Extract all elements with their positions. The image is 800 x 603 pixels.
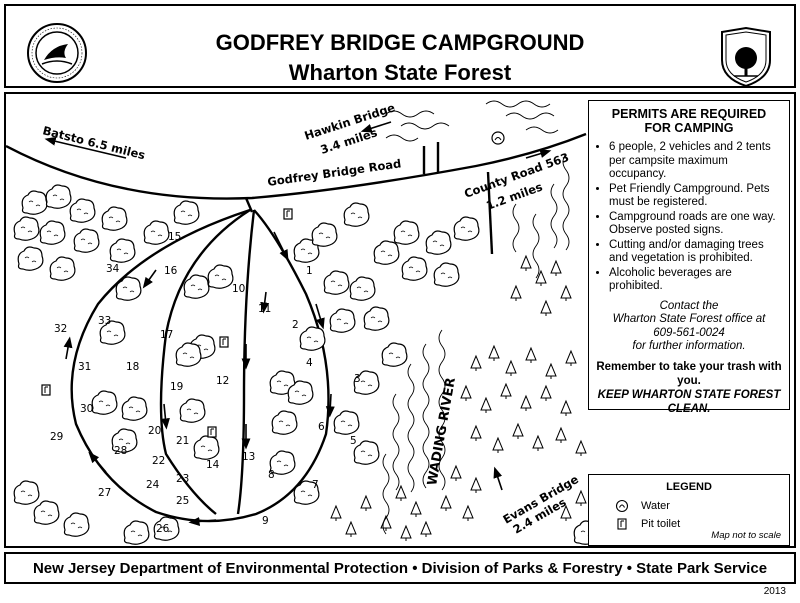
rule-item: 6 people, 2 vehicles and 2 tents per cam…	[609, 141, 783, 182]
river-bank-texture	[382, 100, 570, 535]
rule-item: Campground roads are one way. Observe po…	[609, 211, 783, 238]
site-number: 21	[176, 435, 189, 447]
site-number: 13	[242, 451, 255, 463]
site-number: 15	[168, 231, 181, 243]
site-number: 32	[54, 323, 67, 335]
map-drawing: Batsto 6.5 miles Hawkin Bridge 3.4 miles…	[6, 100, 600, 545]
legend-title: LEGEND	[666, 481, 712, 493]
site-number: 28	[114, 445, 127, 457]
site-number: 7	[312, 479, 319, 491]
year-label: 2013	[763, 586, 786, 597]
contact-info: Contact the Wharton State Forest office …	[595, 300, 783, 354]
legend-water: Water	[615, 499, 670, 513]
site-number: 2	[292, 319, 299, 331]
legend-box: LEGEND Water Pit toilet Map not to scale	[588, 474, 790, 546]
campsite-numbers: 1 2 3 4 5 6 7 8 9 10 11 12 13 14 15 16 1…	[50, 231, 361, 535]
site-number: 5	[350, 435, 357, 447]
site-number: 10	[232, 283, 245, 295]
footer: New Jersey Department of Environmental P…	[4, 552, 796, 584]
batsto-label: Batsto 6.5 miles	[41, 123, 147, 162]
site-number: 33	[98, 315, 111, 327]
site-number: 4	[306, 357, 313, 369]
keep-clean-notice: KEEP WHARTON STATE FOREST CLEAN.	[597, 388, 781, 415]
site-number: 14	[206, 459, 220, 471]
nj-dep-seal-icon	[27, 23, 87, 83]
contact-line: Wharton State Forest office at	[612, 313, 766, 325]
site-number: 34	[106, 263, 120, 275]
rule-item: Cutting and/or damaging trees and vegeta…	[609, 239, 783, 266]
pit-toilet-icon	[617, 518, 627, 530]
site-number: 27	[98, 487, 111, 499]
site-number: 30	[80, 403, 93, 415]
site-number: 16	[164, 265, 178, 277]
direction-arrows	[44, 121, 552, 526]
site-number: 25	[176, 495, 189, 507]
roads	[6, 132, 587, 255]
site-number: 9	[262, 515, 269, 527]
legend-toilet-label: Pit toilet	[641, 518, 681, 530]
site-number: 26	[156, 523, 170, 535]
site-number: 23	[176, 473, 189, 485]
page-subtitle: Wharton State Forest	[288, 60, 512, 85]
site-number: 31	[78, 361, 91, 373]
site-number: 22	[152, 455, 165, 467]
legend-toilet: Pit toilet	[615, 517, 680, 531]
site-number: 1	[306, 265, 313, 277]
site-number: 12	[216, 375, 229, 387]
page-title: GODFREY BRIDGE CAMPGROUND	[215, 30, 585, 55]
water-icon	[615, 499, 629, 513]
permits-title: PERMITS ARE REQUIRED	[611, 107, 767, 121]
site-number: 3	[354, 373, 361, 385]
scale-note: Map not to scale	[711, 530, 781, 541]
site-number: 29	[50, 431, 63, 443]
road-labels: Batsto 6.5 miles Hawkin Bridge 3.4 miles…	[41, 100, 581, 536]
site-number: 17	[160, 329, 173, 341]
trash-reminder: Remember to take your trash with you.	[596, 360, 782, 387]
site-number: 11	[258, 303, 271, 315]
footer-text: New Jersey Department of Environmental P…	[32, 559, 768, 577]
site-number: 18	[126, 361, 139, 373]
site-number: 19	[170, 381, 183, 393]
rules-list: 6 people, 2 vehicles and 2 tents per cam…	[595, 141, 783, 294]
site-number: 8	[268, 469, 275, 481]
campground-map: Batsto 6.5 miles Hawkin Bridge 3.4 miles…	[4, 92, 796, 548]
site-number: 24	[146, 479, 160, 491]
site-number: 6	[318, 421, 325, 433]
rule-item: Alcoholic beverages are prohibited.	[609, 267, 783, 294]
godfrey-road-label: Godfrey Bridge Road	[266, 156, 402, 189]
header: GODFREY BRIDGE CAMPGROUND Wharton State …	[4, 4, 796, 88]
parks-forestry-badge-icon	[721, 26, 771, 88]
contact-line: Contact the	[659, 299, 719, 312]
site-number: 20	[148, 425, 161, 437]
contact-line: for further information.	[632, 340, 746, 352]
contact-phone: 609-561-0024	[653, 326, 725, 339]
rule-item: Pet Friendly Campground. Pets must be re…	[609, 183, 783, 210]
permits-title-2: FOR CAMPING	[644, 121, 734, 135]
water-pump-icon	[491, 131, 505, 145]
legend-water-label: Water	[641, 500, 670, 512]
